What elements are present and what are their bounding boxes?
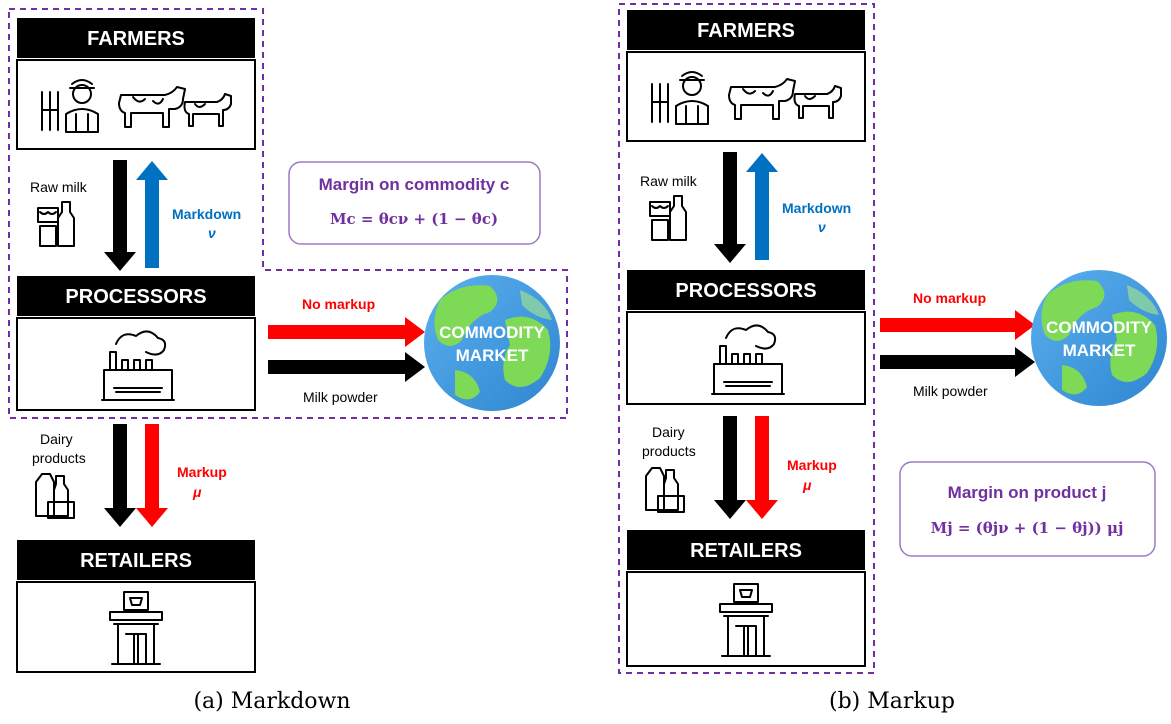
processors-label: PROCESSORS <box>65 286 206 308</box>
dairy-products-icon <box>645 467 685 513</box>
dairy-products-icon <box>35 473 75 519</box>
farmer-icon <box>651 71 709 125</box>
factory-icon <box>711 324 785 395</box>
margin-product-box <box>899 461 1156 557</box>
markup-symbol: μ <box>192 484 202 500</box>
store-icon <box>719 583 773 657</box>
calf-icon <box>793 85 842 119</box>
commodity-market-line1: COMMODITY <box>1046 318 1152 337</box>
farmers-label: FARMERS <box>697 20 795 42</box>
panel-a-dashed-boundary <box>8 8 568 419</box>
retailers-box <box>16 581 256 673</box>
margin-commodity-box <box>288 161 541 245</box>
markup-arrow <box>136 424 168 527</box>
margin-commodity-title: Margin on commodity c <box>319 175 510 194</box>
markdown-arrow <box>746 153 778 260</box>
dairy-products-arrow <box>104 424 136 527</box>
markdown-symbol: ν <box>208 225 216 241</box>
processors-header <box>627 270 865 310</box>
margin-product-formula: Mj = (θjν + (1 − θj)) μj <box>931 519 1124 537</box>
margin-commodity-formula: Mc = θcν + (1 − θc) <box>330 210 498 228</box>
retailers-label: RETAILERS <box>80 550 192 572</box>
milk-jug-icon <box>37 201 75 247</box>
markup-label: Markup <box>177 464 227 480</box>
raw-milk-arrow <box>104 160 136 271</box>
markup-symbol: μ <box>802 477 812 493</box>
markdown-label: Markdown <box>172 206 241 222</box>
milk-powder-label: Milk powder <box>913 383 988 399</box>
margin-product-title: Margin on product j <box>948 483 1107 502</box>
markdown-symbol: ν <box>818 219 826 235</box>
raw-milk-label: Raw milk <box>640 173 698 189</box>
farmers-header <box>17 18 255 58</box>
markdown-label: Markdown <box>782 200 851 216</box>
farmers-label: FARMERS <box>87 28 185 50</box>
milk-powder-arrow <box>880 347 1035 377</box>
retailers-label: RETAILERS <box>690 540 802 562</box>
retailers-box <box>626 571 866 667</box>
farmers-box <box>626 51 866 142</box>
farmer-icon <box>41 79 99 133</box>
caption-b: (b) Markup <box>829 689 955 714</box>
dairy-label-2: products <box>32 450 86 466</box>
dairy-label-2: products <box>642 443 696 459</box>
calf-icon <box>183 93 232 127</box>
markup-arrow <box>746 416 778 519</box>
processors-header <box>17 276 255 316</box>
retailers-header <box>17 540 255 580</box>
processors-label: PROCESSORS <box>675 280 816 302</box>
caption-a: (a) Markdown <box>193 689 350 714</box>
processors-box <box>16 317 256 411</box>
panel-a: FARMERS Raw milk Markdown ν PROCESS <box>8 8 568 714</box>
dairy-label-1: Dairy <box>40 431 73 447</box>
markup-label: Markup <box>787 457 837 473</box>
raw-milk-label: Raw milk <box>30 179 88 195</box>
retailers-header <box>627 530 865 570</box>
raw-milk-arrow <box>714 152 746 263</box>
cow-icon <box>728 78 796 120</box>
markdown-arrow <box>136 161 168 268</box>
dairy-products-arrow <box>714 416 746 519</box>
commodity-market-globe <box>424 275 560 411</box>
no-markup-arrow <box>268 317 425 347</box>
farmers-box <box>16 59 256 150</box>
commodity-market-line1: COMMODITY <box>439 323 545 342</box>
milk-powder-arrow <box>268 352 425 382</box>
commodity-market-globe <box>1031 270 1167 406</box>
panel-b: FARMERS Raw milk Markdown ν PROCESSORS <box>618 3 1167 714</box>
commodity-market-line2: MARKET <box>1063 341 1136 360</box>
commodity-market-line2: MARKET <box>456 346 529 365</box>
store-icon <box>109 591 163 665</box>
no-markup-label: No markup <box>913 290 986 306</box>
factory-icon <box>101 330 175 401</box>
dairy-label-1: Dairy <box>652 424 685 440</box>
milk-powder-label: Milk powder <box>303 389 378 405</box>
processors-box <box>626 311 866 405</box>
farmers-header <box>627 10 865 50</box>
no-markup-label: No markup <box>302 296 375 312</box>
milk-jug-icon <box>649 195 687 241</box>
cow-icon <box>118 86 186 128</box>
no-markup-arrow <box>880 310 1035 340</box>
